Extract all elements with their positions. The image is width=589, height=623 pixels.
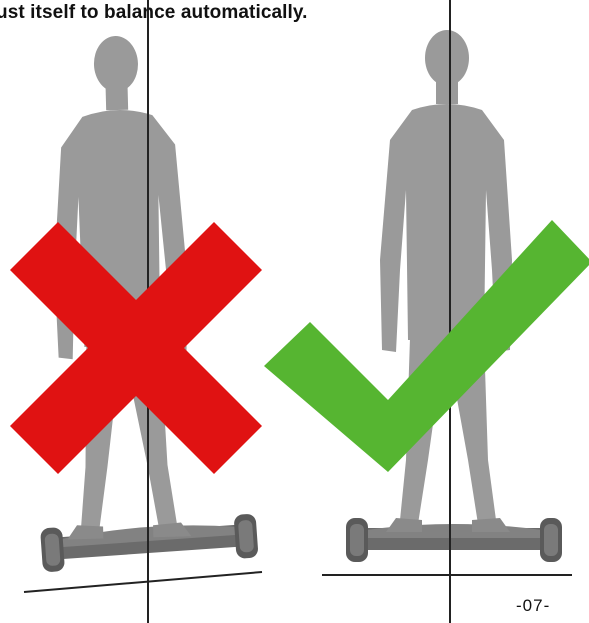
correct-posture-figure	[264, 0, 589, 623]
tilted-ground-line	[24, 572, 262, 592]
incorrect-posture-figure	[10, 0, 262, 623]
level-board	[346, 518, 562, 562]
page-number: -07-	[516, 596, 550, 616]
tilted-board	[40, 513, 259, 572]
